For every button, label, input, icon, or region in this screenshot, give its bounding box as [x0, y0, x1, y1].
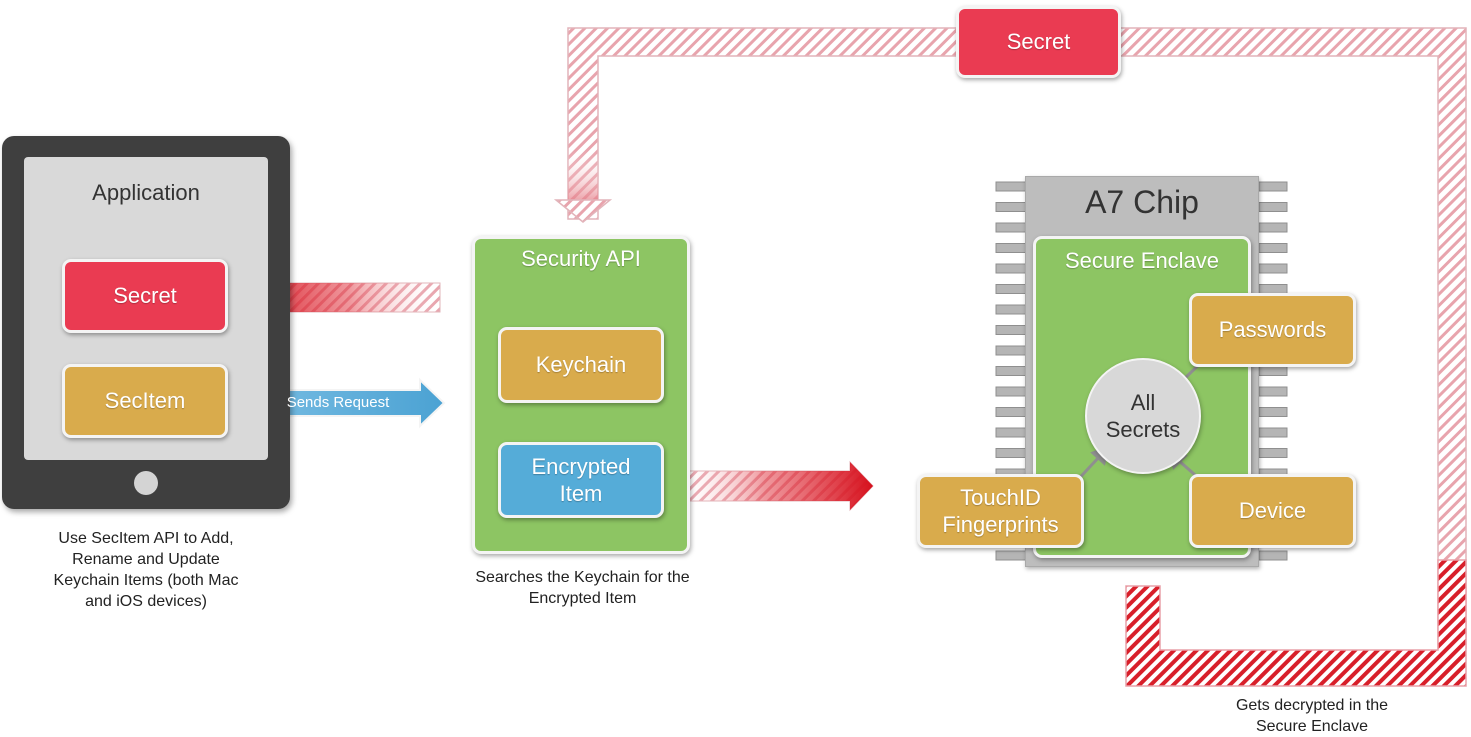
a7-chip-title: A7 Chip — [1085, 184, 1199, 220]
all-secrets-label: All Secrets — [1105, 390, 1181, 442]
security-api-caption: Searches the Keychain for the Encrypted … — [475, 569, 690, 607]
chip-pin-right — [1258, 263, 1288, 274]
return-loop-strong — [1125, 559, 1467, 687]
secitem-box: SecItem — [62, 364, 228, 438]
chip-pin-right — [1258, 448, 1288, 458]
encrypted-item-box: Encrypted Item — [498, 442, 664, 518]
touchid-label: TouchID Fingerprints — [942, 485, 1059, 537]
chip-pin-right — [1258, 202, 1288, 212]
chip-pin-right — [1258, 407, 1288, 417]
chip-pin-right — [1258, 222, 1288, 233]
chip-pin-right — [1258, 181, 1288, 192]
chip-pin-right — [1258, 427, 1288, 438]
keychain-box: Keychain — [498, 327, 664, 403]
sends-request-label: Sends Request — [286, 394, 390, 411]
loop-secret-label: Secret — [1006, 29, 1071, 54]
secitem-label: SecItem — [104, 388, 186, 413]
device-box: Device — [1189, 474, 1356, 548]
chip-pin-right — [1258, 550, 1288, 561]
security-api-title: Security API — [521, 246, 641, 271]
encrypted-item-label: Encrypted Item — [531, 454, 631, 506]
passwords-box: Passwords — [1189, 293, 1356, 367]
chip-pin-right — [1258, 243, 1288, 253]
keychain-label: Keychain — [535, 352, 627, 377]
loop-secret-box: Secret — [956, 6, 1121, 78]
all-secrets-circle: All Secrets — [1085, 358, 1201, 474]
touchid-box: TouchID Fingerprints — [917, 474, 1084, 548]
to-enclave-arrow — [675, 460, 874, 512]
home-button[interactable] — [134, 471, 158, 495]
passwords-label: Passwords — [1218, 317, 1327, 342]
application-title: Application — [92, 180, 200, 205]
chip-pin-right — [1258, 386, 1288, 397]
decrypt-caption: Gets decrypted in the Secure Enclave — [1235, 697, 1389, 735]
application-secret-box: Secret — [62, 259, 228, 333]
return-secret-arrow — [239, 276, 441, 320]
secure-enclave-title: Secure Enclave — [1064, 248, 1220, 273]
device-label: Device — [1238, 498, 1307, 523]
application-caption: Use SecItem API to Add, Rename and Updat… — [53, 530, 239, 610]
application-secret-label: Secret — [113, 283, 177, 308]
